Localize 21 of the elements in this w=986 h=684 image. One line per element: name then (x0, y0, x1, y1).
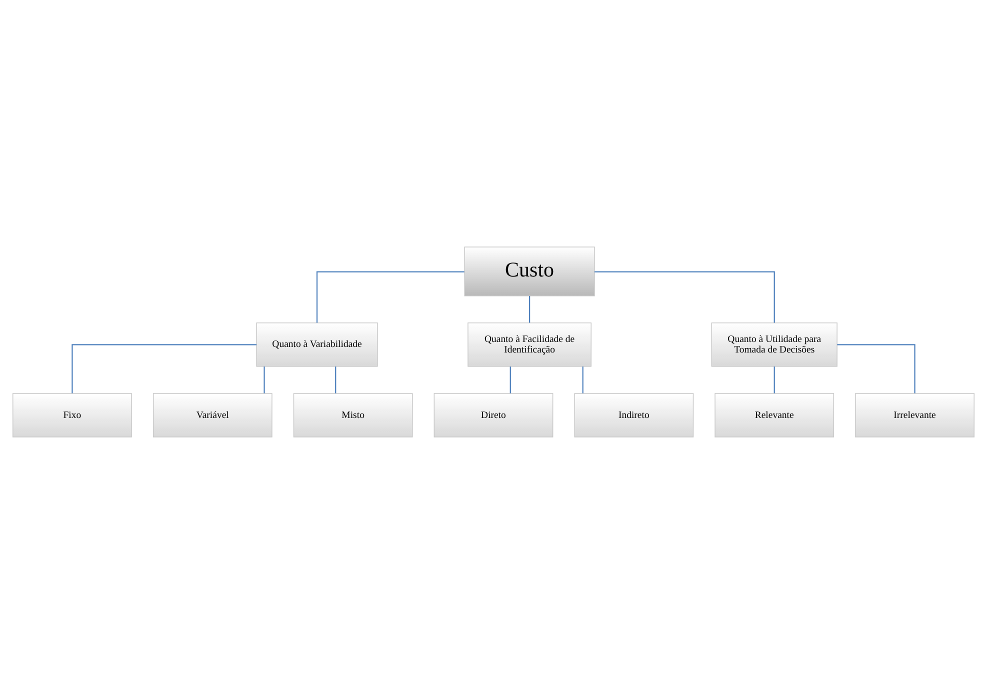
connector (71, 344, 256, 394)
node-box: Quanto à Utilidade para Tomada de Decisões (710, 322, 837, 367)
node-box: Direto (433, 393, 553, 438)
connector (509, 366, 510, 394)
connector (773, 366, 774, 394)
node-box: Relevante (714, 393, 834, 438)
connector (334, 366, 336, 394)
connector (594, 271, 774, 323)
node-box: Variável (152, 393, 272, 438)
node-box: Misto (292, 393, 412, 438)
connector (582, 366, 583, 394)
node-box: Irrelevante (854, 393, 974, 438)
node-box: Quanto à Facilidade de Identificação (467, 322, 591, 367)
connector (836, 344, 915, 394)
connector (316, 271, 464, 323)
connector (263, 366, 264, 394)
node-box: Indireto (574, 393, 694, 438)
connector (528, 296, 530, 323)
node-box: Fixo (12, 393, 132, 438)
node-box: Custo (464, 246, 594, 296)
node-box: Quanto à Variabilidade (256, 322, 378, 367)
